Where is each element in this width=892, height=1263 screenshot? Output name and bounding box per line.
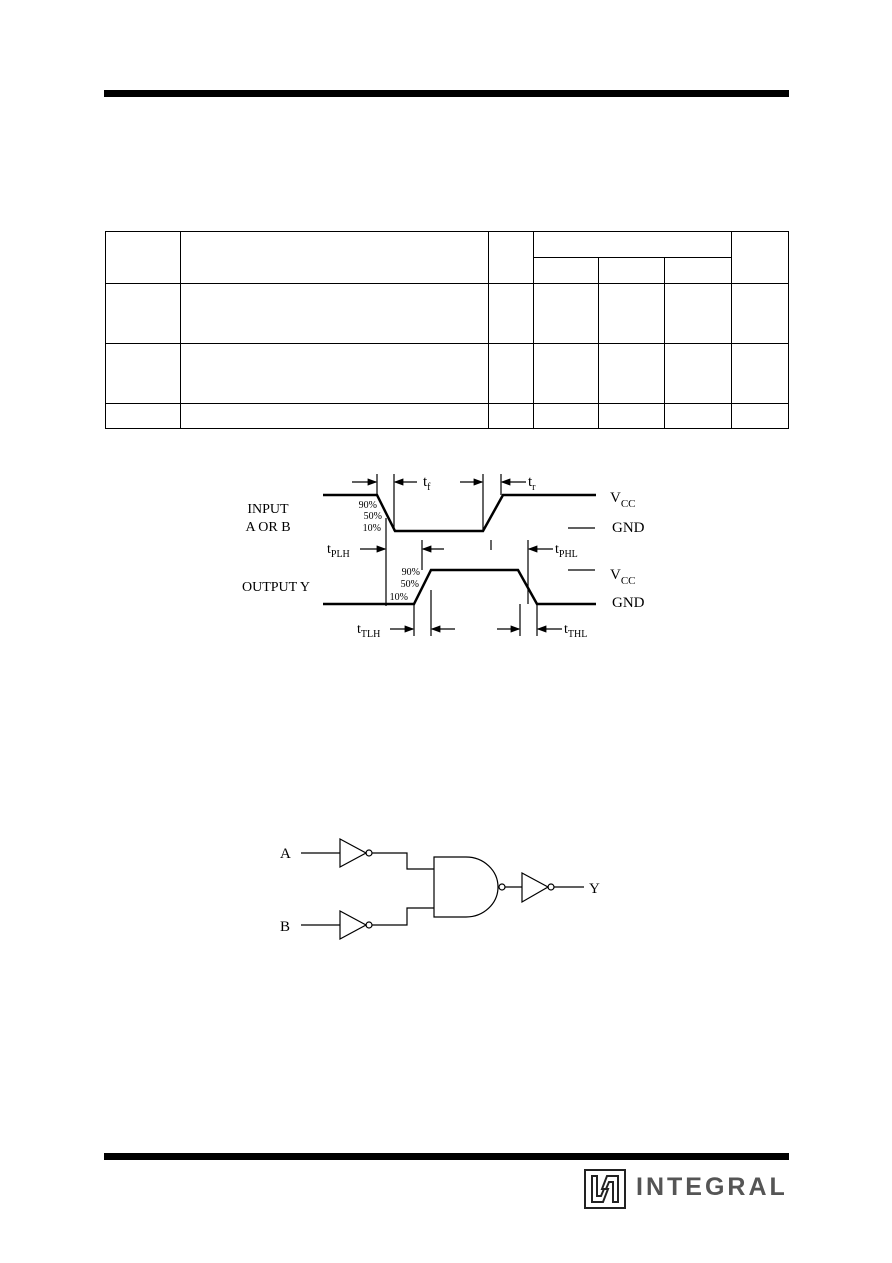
tr-label: tr xyxy=(528,474,536,493)
table-cell xyxy=(598,403,665,429)
table-cell xyxy=(663,343,733,404)
table-row xyxy=(105,343,790,404)
integral-logo-text: INTEGRAL xyxy=(636,1173,788,1201)
output-pct-50: 50% xyxy=(401,579,419,590)
table-cell xyxy=(488,403,534,429)
spec-table xyxy=(105,231,790,429)
switching-waveform-diagram: INPUT A OR B OUTPUT Y 90% 50% 10% 90% 50… xyxy=(242,474,645,640)
tplh-label: tPLH xyxy=(327,542,350,560)
table-header-cell xyxy=(731,231,790,284)
output-y-label: Y xyxy=(589,881,600,897)
input-label-line2: A OR B xyxy=(245,520,290,535)
table-cell xyxy=(663,283,733,344)
table-header-cell xyxy=(663,257,733,284)
header-rule xyxy=(104,90,789,97)
table-cell xyxy=(105,283,181,344)
table-row xyxy=(105,403,790,429)
logic-diagram: A B Y xyxy=(280,837,600,941)
table-header-cell xyxy=(598,257,665,284)
table-cell xyxy=(533,343,599,404)
table-header-cell xyxy=(532,231,733,258)
table-cell xyxy=(731,343,790,404)
gnd-label-top: GND xyxy=(612,520,645,536)
inverter-b xyxy=(339,909,368,941)
tthl-label: tTHL xyxy=(564,622,587,640)
footer-rule xyxy=(104,1153,789,1160)
wire xyxy=(372,907,434,926)
output-waveform xyxy=(323,568,596,606)
table-cell xyxy=(105,343,181,404)
table-cell xyxy=(533,403,599,429)
input-pct-90: 90% xyxy=(359,500,377,511)
inverter-a xyxy=(339,837,368,869)
table-cell xyxy=(731,403,790,429)
table-cell xyxy=(180,343,489,404)
nand-gate xyxy=(433,856,499,918)
vcc-label-bottom: VCC xyxy=(610,567,636,587)
table-cell xyxy=(731,283,790,344)
input-label-line1: INPUT xyxy=(247,502,289,517)
table-cell xyxy=(180,403,489,429)
input-pct-50: 50% xyxy=(364,511,382,522)
ttlh-label: tTLH xyxy=(357,622,380,640)
tphl-label: tPHL xyxy=(555,542,578,560)
input-b-label: B xyxy=(280,919,290,935)
input-waveform xyxy=(323,493,596,533)
vcc-label-top: VCC xyxy=(610,490,636,510)
tf-label: tf xyxy=(423,474,431,493)
table-cell xyxy=(663,403,733,429)
table-cell xyxy=(533,283,599,344)
output-pct-10: 10% xyxy=(390,592,408,603)
input-pct-10: 10% xyxy=(363,523,381,534)
input-a-label: A xyxy=(280,846,291,862)
table-header-cell xyxy=(488,231,534,284)
table-row xyxy=(105,283,790,344)
table-header-row xyxy=(105,231,790,284)
output-pct-90: 90% xyxy=(402,567,420,578)
output-label: OUTPUT Y xyxy=(242,580,310,595)
table-cell xyxy=(488,283,534,344)
gnd-label-bottom: GND xyxy=(612,595,645,611)
wire xyxy=(372,852,434,870)
inverter-out xyxy=(521,871,550,904)
table-cell xyxy=(598,283,665,344)
